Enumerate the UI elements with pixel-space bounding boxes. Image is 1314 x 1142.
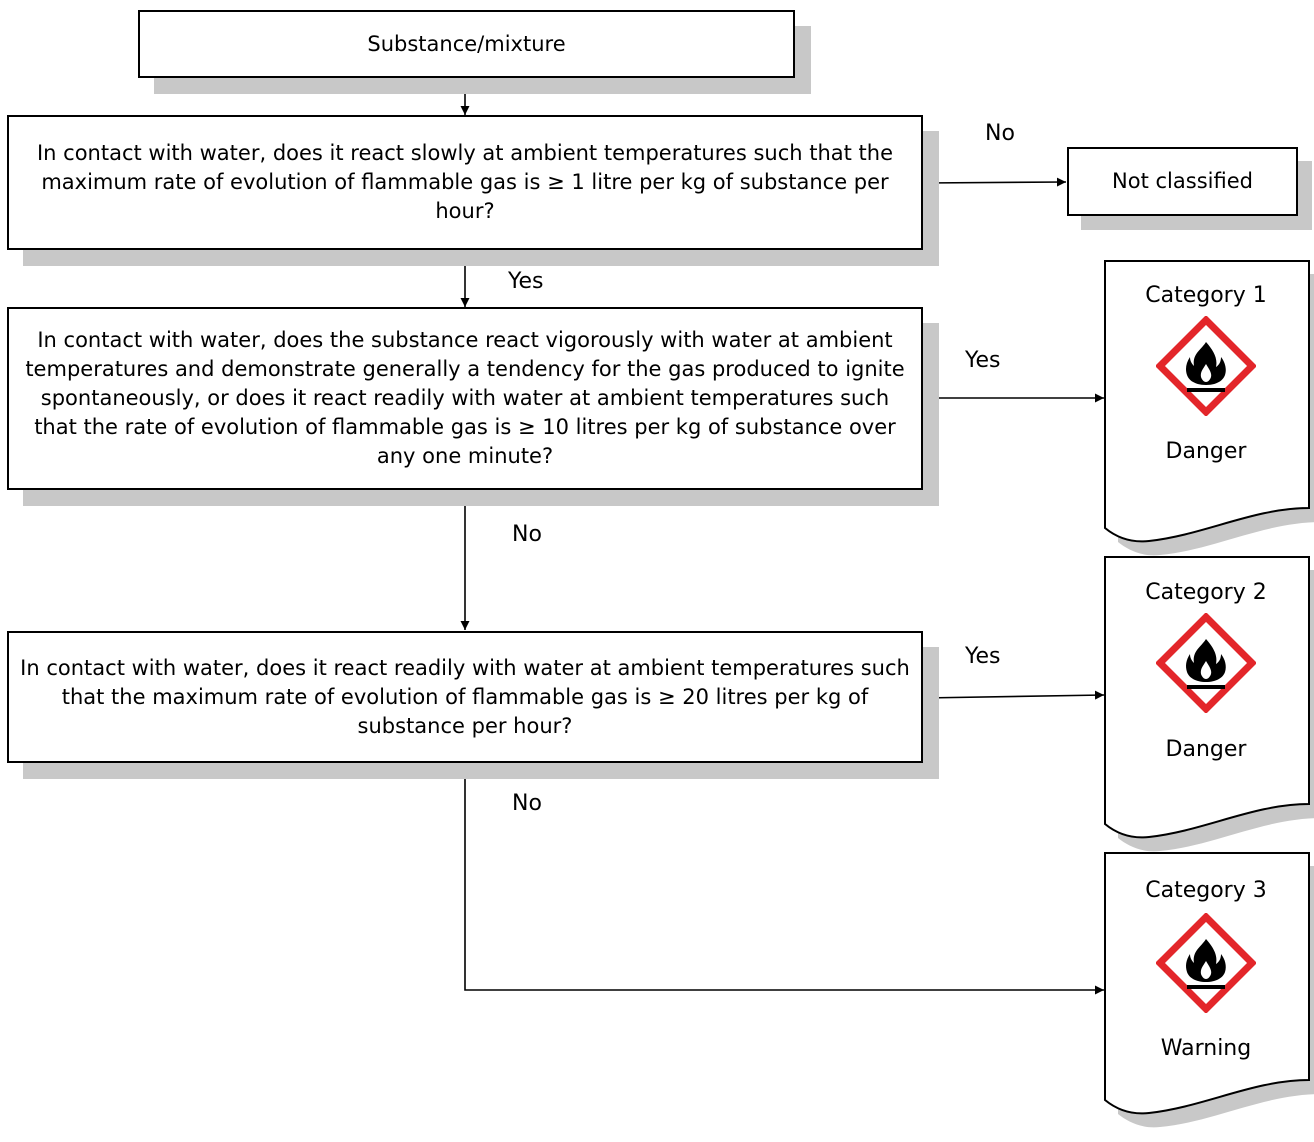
- question-1-text: In contact with water, does it react slo…: [36, 141, 894, 223]
- not-classified-label: Not classified: [1112, 169, 1253, 193]
- question-3-text: In contact with water, does it react rea…: [20, 655, 910, 738]
- result-category-2: Category 2 Danger: [1104, 556, 1314, 852]
- start-label: Substance/mixture: [367, 31, 566, 56]
- signal-word: Danger: [1165, 439, 1247, 464]
- result-category-3: Category 3 Warning: [1104, 852, 1314, 1128]
- category-label: Category 3: [1145, 878, 1267, 903]
- category-label: Category 1: [1145, 283, 1267, 308]
- start-box: Substance/mixture: [138, 10, 795, 78]
- edge-label-q2-no: No: [512, 522, 542, 547]
- arrow-q1-no: [922, 177, 1067, 187]
- category-label: Category 2: [1145, 580, 1267, 605]
- flame-pictogram-icon: [1156, 316, 1256, 416]
- question-1-box: In contact with water, does it react slo…: [7, 115, 923, 250]
- question-3-box: In contact with water, does it react rea…: [7, 631, 923, 763]
- edge-label-q3-yes: Yes: [965, 644, 1001, 669]
- edge-label-q1-no: No: [985, 121, 1015, 146]
- edge-label-q1-yes: Yes: [508, 269, 544, 294]
- edge-label-q2-yes: Yes: [965, 348, 1001, 373]
- flame-pictogram-icon: [1156, 613, 1256, 713]
- arrow-q3-no: [464, 763, 1104, 995]
- signal-word: Danger: [1165, 737, 1247, 762]
- signal-word: Warning: [1160, 1036, 1252, 1061]
- edge-label-q3-no: No: [512, 791, 542, 816]
- flame-pictogram-icon: [1156, 913, 1256, 1013]
- question-2-text: In contact with water, does the substanc…: [25, 328, 905, 468]
- not-classified-box: Not classified: [1067, 147, 1298, 216]
- result-category-1: Category 1 Danger: [1104, 260, 1314, 556]
- question-2-box: In contact with water, does the substanc…: [7, 307, 923, 490]
- arrow-q3-yes: [922, 690, 1105, 700]
